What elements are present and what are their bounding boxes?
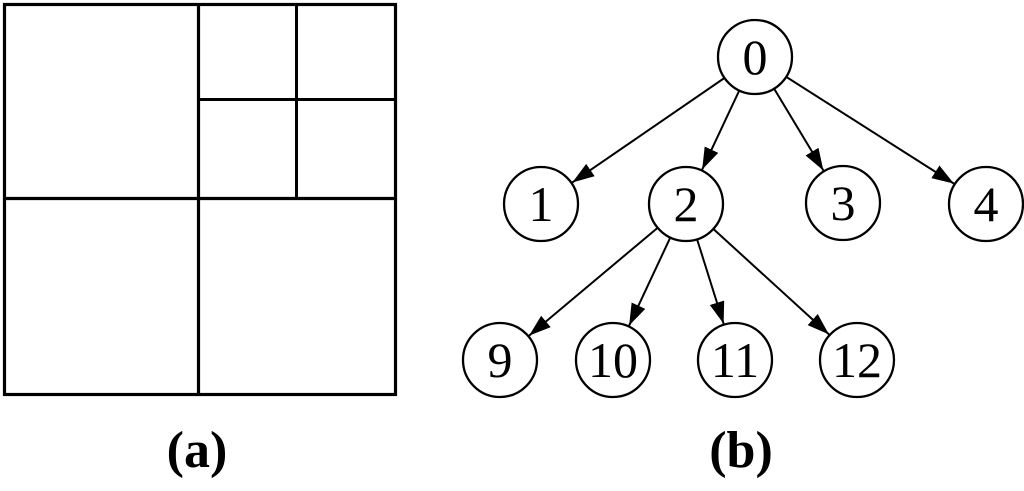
- quadtree-subdivision-diagram: [2, 2, 398, 397]
- tree-node-label-3: 3: [831, 175, 856, 231]
- tree-node-label-0: 0: [743, 29, 768, 85]
- tree-node-circle-11: [696, 321, 774, 399]
- tree-node-label-12: 12: [832, 332, 882, 388]
- tree-node-label-2: 2: [674, 176, 699, 232]
- tree-node-label-10: 10: [588, 332, 638, 388]
- tree-node-10: 10: [574, 321, 652, 399]
- panel-a-label: (a): [166, 422, 228, 479]
- tree-edge-0-4: [754, 56, 955, 185]
- tree-node-1: 1: [502, 165, 580, 243]
- tree-node-2: 2: [647, 165, 725, 243]
- tree-node-circle-1: [502, 165, 580, 243]
- tree-node-label-1: 1: [529, 176, 554, 232]
- tree-node-9: 9: [461, 321, 539, 399]
- tree-node-3: 3: [804, 164, 882, 242]
- tree-node-label-11: 11: [711, 332, 759, 388]
- tree-node-circle-4: [947, 165, 1024, 243]
- tree-node-label-9: 9: [488, 332, 513, 388]
- tree-node-11: 11: [696, 321, 774, 399]
- tree-node-circle-2: [647, 165, 725, 243]
- tree-node-circle-0: [716, 18, 794, 96]
- tree-node-12: 12: [818, 321, 896, 399]
- tree-node-circle-9: [461, 321, 539, 399]
- tree-node-4: 4: [947, 165, 1024, 243]
- tree-node-circle-3: [804, 164, 882, 242]
- tree-node-0: 0: [716, 18, 794, 96]
- panel-b-label: (b): [709, 422, 773, 479]
- tree-node-circle-12: [818, 321, 896, 399]
- tree-node-circle-10: [574, 321, 652, 399]
- tree-node-label-4: 4: [974, 176, 999, 232]
